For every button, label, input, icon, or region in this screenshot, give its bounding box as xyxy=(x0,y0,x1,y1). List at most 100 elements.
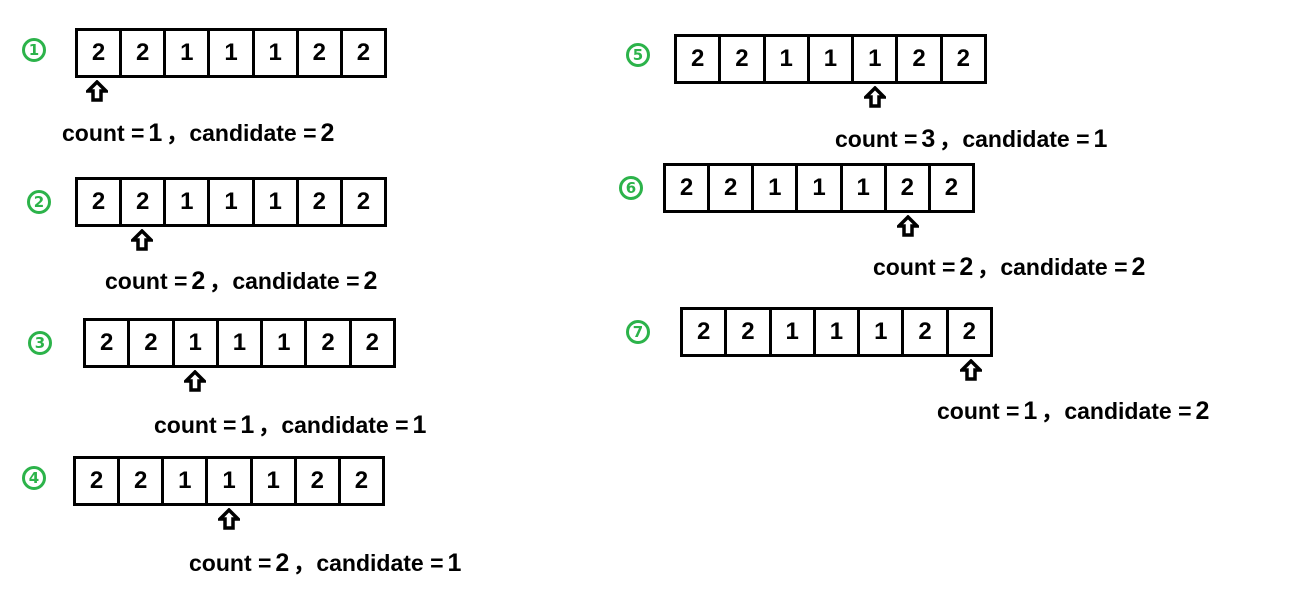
array-cell: 2 xyxy=(356,39,371,66)
count-label: count = xyxy=(189,550,272,576)
separator: ， xyxy=(1041,398,1065,424)
candidate-label: candidate = xyxy=(316,550,444,576)
array-cell: 2 xyxy=(297,456,341,503)
array-cell: 2 xyxy=(76,456,121,503)
up-arrow-icon xyxy=(130,229,153,251)
candidate-value: 2 xyxy=(1195,397,1210,425)
array-cell: 1 xyxy=(219,318,264,365)
step-badge: 1 xyxy=(22,38,46,62)
separator: ， xyxy=(293,550,317,576)
array-cell: 2 xyxy=(354,467,369,494)
count-label: count = xyxy=(62,120,145,146)
array-cell: 1 xyxy=(166,28,211,75)
array-cell: 1 xyxy=(798,163,843,210)
array-cell: 1 xyxy=(816,307,861,354)
array-cell: 1 xyxy=(766,34,811,81)
array-cell: 2 xyxy=(904,307,949,354)
array-cell: 2 xyxy=(299,28,343,75)
step-caption: count =1，candidate =2 xyxy=(62,114,338,148)
step-badge: 4 xyxy=(22,466,46,490)
separator: ， xyxy=(977,254,1001,280)
up-arrow-icon xyxy=(864,86,887,108)
array-cell: 2 xyxy=(666,163,711,210)
array-cell: 1 xyxy=(253,456,297,503)
up-arrow-icon xyxy=(959,359,982,381)
candidate-value: 1 xyxy=(1093,125,1108,153)
step-caption: count =1，candidate =2 xyxy=(937,392,1213,426)
array-cell: 1 xyxy=(210,177,255,224)
array-cell: 2 xyxy=(898,34,943,81)
separator: ， xyxy=(258,412,282,438)
count-value: 1 xyxy=(148,119,163,147)
array-cell: 2 xyxy=(122,177,167,224)
step-badge: 5 xyxy=(626,43,650,67)
array-cell: 2 xyxy=(122,28,167,75)
up-arrow-icon xyxy=(86,80,109,102)
candidate-value: 2 xyxy=(1131,253,1146,281)
count-label: count = xyxy=(105,268,188,294)
step-caption: count =3，candidate =1 xyxy=(835,120,1111,154)
candidate-label: candidate = xyxy=(1000,254,1128,280)
array-cell: 2 xyxy=(677,34,722,81)
up-arrow-icon xyxy=(183,370,206,392)
array-cell: 2 xyxy=(120,456,165,503)
candidate-value: 2 xyxy=(320,119,335,147)
separator: ， xyxy=(209,268,233,294)
array-cell: 2 xyxy=(356,188,371,215)
array-cell: 2 xyxy=(944,174,959,201)
step-caption: count =1，candidate =1 xyxy=(154,406,430,440)
array-cell: 2 xyxy=(299,177,343,224)
array-cell: 2 xyxy=(721,34,766,81)
array-cell: 1 xyxy=(860,307,905,354)
count-value: 2 xyxy=(275,549,290,577)
separator: ， xyxy=(166,120,190,146)
array-cell: 1 xyxy=(164,456,209,503)
array-cell: 2 xyxy=(683,307,728,354)
step-badge: 6 xyxy=(619,176,643,200)
array-cell: 2 xyxy=(307,318,352,365)
candidate-value: 2 xyxy=(363,267,378,295)
array-cell: 2 xyxy=(956,45,970,72)
step-caption: count =2，candidate =2 xyxy=(873,248,1149,282)
array-cell: 1 xyxy=(166,177,211,224)
array-cell: 1 xyxy=(810,34,855,81)
step-caption: count =2，candidate =1 xyxy=(189,544,465,578)
array-cell: 2 xyxy=(727,307,772,354)
array-cell: 2 xyxy=(78,177,123,224)
separator: ， xyxy=(939,126,963,152)
array-cell: 2 xyxy=(130,318,175,365)
up-arrow-icon xyxy=(897,215,920,237)
array-cell: 1 xyxy=(263,318,308,365)
array-cell: 2 xyxy=(365,329,379,356)
step-badge: 7 xyxy=(626,320,650,344)
count-value: 3 xyxy=(921,125,936,153)
count-label: count = xyxy=(937,398,1020,424)
array-cell: 2 xyxy=(710,163,755,210)
count-label: count = xyxy=(835,126,918,152)
count-value: 2 xyxy=(191,267,206,295)
step-badge: 3 xyxy=(28,331,52,355)
candidate-label: candidate = xyxy=(962,126,1090,152)
up-arrow-icon xyxy=(218,508,240,530)
array-cell: 1 xyxy=(854,34,899,81)
array-cell: 1 xyxy=(255,28,299,75)
array-cell: 2 xyxy=(887,163,931,210)
count-value: 1 xyxy=(240,411,255,439)
array-cell: 1 xyxy=(208,456,253,503)
candidate-value: 1 xyxy=(412,411,427,439)
candidate-label: candidate = xyxy=(232,268,360,294)
candidate-label: candidate = xyxy=(281,412,409,438)
array-cell: 2 xyxy=(962,318,976,345)
step-caption: count =2，candidate =2 xyxy=(105,262,381,296)
array-cell: 1 xyxy=(210,28,255,75)
array-cell: 1 xyxy=(754,163,799,210)
array-cell: 1 xyxy=(843,163,887,210)
array-cell: 1 xyxy=(772,307,817,354)
